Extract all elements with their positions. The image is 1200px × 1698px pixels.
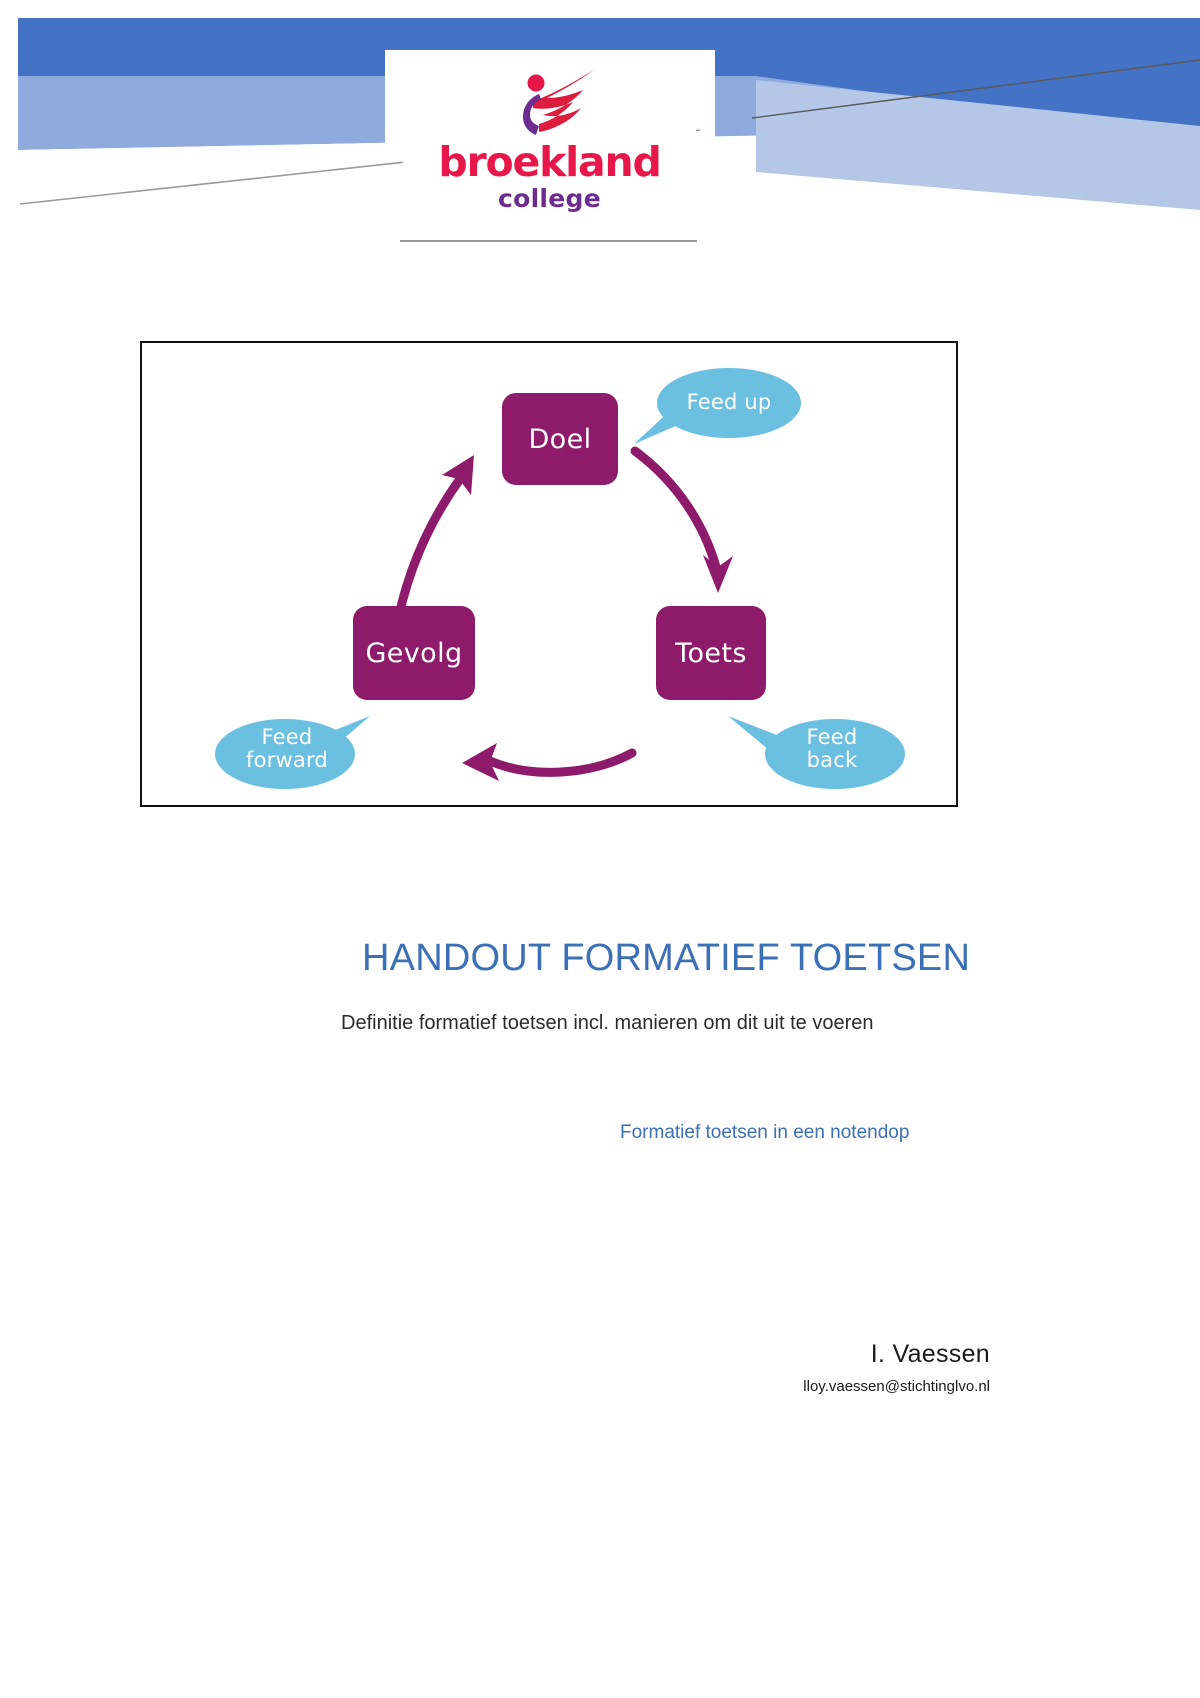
node-label-doel: Doel: [528, 423, 592, 455]
bubble-feed-up-shape: [634, 368, 801, 444]
logo-subword: college: [497, 184, 602, 213]
author-name: I. Vaessen: [870, 1340, 990, 1368]
arrow-doel-to-toets: [630, 446, 721, 572]
arrow-doel-to-toets-head: [703, 555, 733, 593]
arrow-gevolg-to-doel-head: [442, 455, 474, 495]
arrow-toets-to-gevolg: [485, 748, 637, 777]
page-title: HANDOUT FORMATIEF TOETSEN: [362, 937, 971, 979]
bubble-feed-forward-shape: [215, 716, 370, 789]
node-label-gevolg: Gevolg: [365, 637, 463, 669]
athlete-figure-icon: [499, 68, 609, 142]
feedback-cycle-diagram: Doel Toets Gevolg Feed up Feed forward F…: [140, 341, 958, 807]
banner-shape-dark-right: [756, 18, 1200, 138]
bubble-feed-back-shape: [728, 716, 905, 789]
diagram-node-doel: Doel: [502, 393, 618, 485]
diagram-node-gevolg: Gevolg: [353, 606, 475, 700]
banner-shape-light-right: [756, 80, 1200, 210]
logo-card: broekland college: [403, 50, 696, 230]
author-email[interactable]: lloy.vaessen@stichtinglvo.nl: [803, 1378, 990, 1395]
diagram-node-toets: Toets: [656, 606, 766, 700]
logo-divider-rule: [400, 240, 697, 242]
reference-link[interactable]: Formatief toetsen in een notendop: [620, 1122, 910, 1143]
banner-diagonal-line-right: [751, 59, 1200, 119]
logo-wordmark: broekland: [438, 138, 661, 186]
page-subtitle: Definitie formatief toetsen incl. manier…: [341, 1012, 874, 1034]
arrow-toets-to-gevolg-head: [462, 743, 499, 781]
node-label-toets: Toets: [675, 637, 747, 669]
